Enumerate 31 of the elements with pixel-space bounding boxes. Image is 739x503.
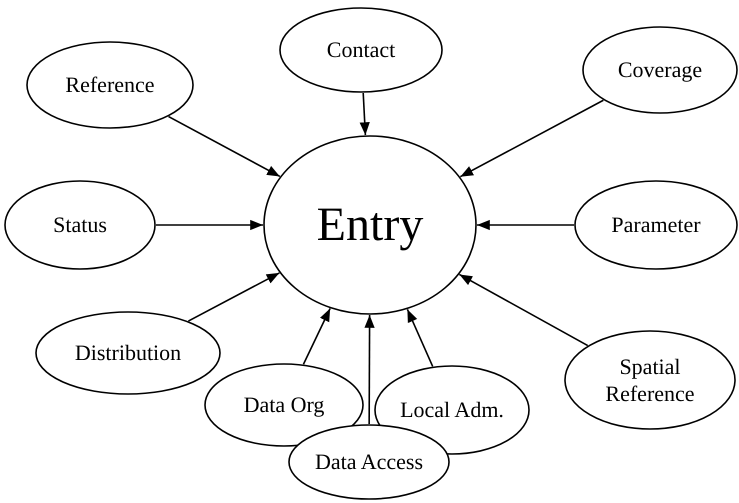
entity-ellipse [279, 7, 443, 93]
arrow [477, 220, 574, 230]
entity-circle [263, 135, 477, 315]
arrow [459, 274, 588, 346]
node-label: Entry [316, 197, 424, 253]
node-label: Coverage [618, 56, 702, 84]
node-label: Data Org [244, 391, 324, 419]
node-label: Reference [65, 71, 155, 99]
entity-ellipse [35, 311, 221, 395]
entity-ellipse [574, 180, 738, 270]
entity-ellipse [288, 424, 450, 500]
arrow [156, 220, 263, 230]
arrow [168, 116, 280, 178]
arrow [188, 272, 280, 322]
entity-ellipse [204, 363, 364, 447]
node-label: Distribution [74, 339, 182, 367]
node-label: Local Adm. [400, 396, 504, 424]
entity-ellipse [564, 330, 736, 430]
node-label: Data Access [314, 448, 424, 476]
entity-ellipse [26, 41, 194, 129]
arrow [406, 309, 434, 367]
node-label: Spatial Reference [604, 352, 696, 408]
entity-ellipse [4, 180, 156, 270]
node-label: Status [53, 211, 107, 239]
arrow [360, 92, 370, 136]
node-label: Contact [326, 36, 396, 64]
node-label: Parameter [611, 211, 701, 239]
arrow [302, 308, 331, 365]
entity-ellipse [582, 26, 738, 114]
arrow [460, 100, 604, 178]
arrow [364, 315, 375, 424]
